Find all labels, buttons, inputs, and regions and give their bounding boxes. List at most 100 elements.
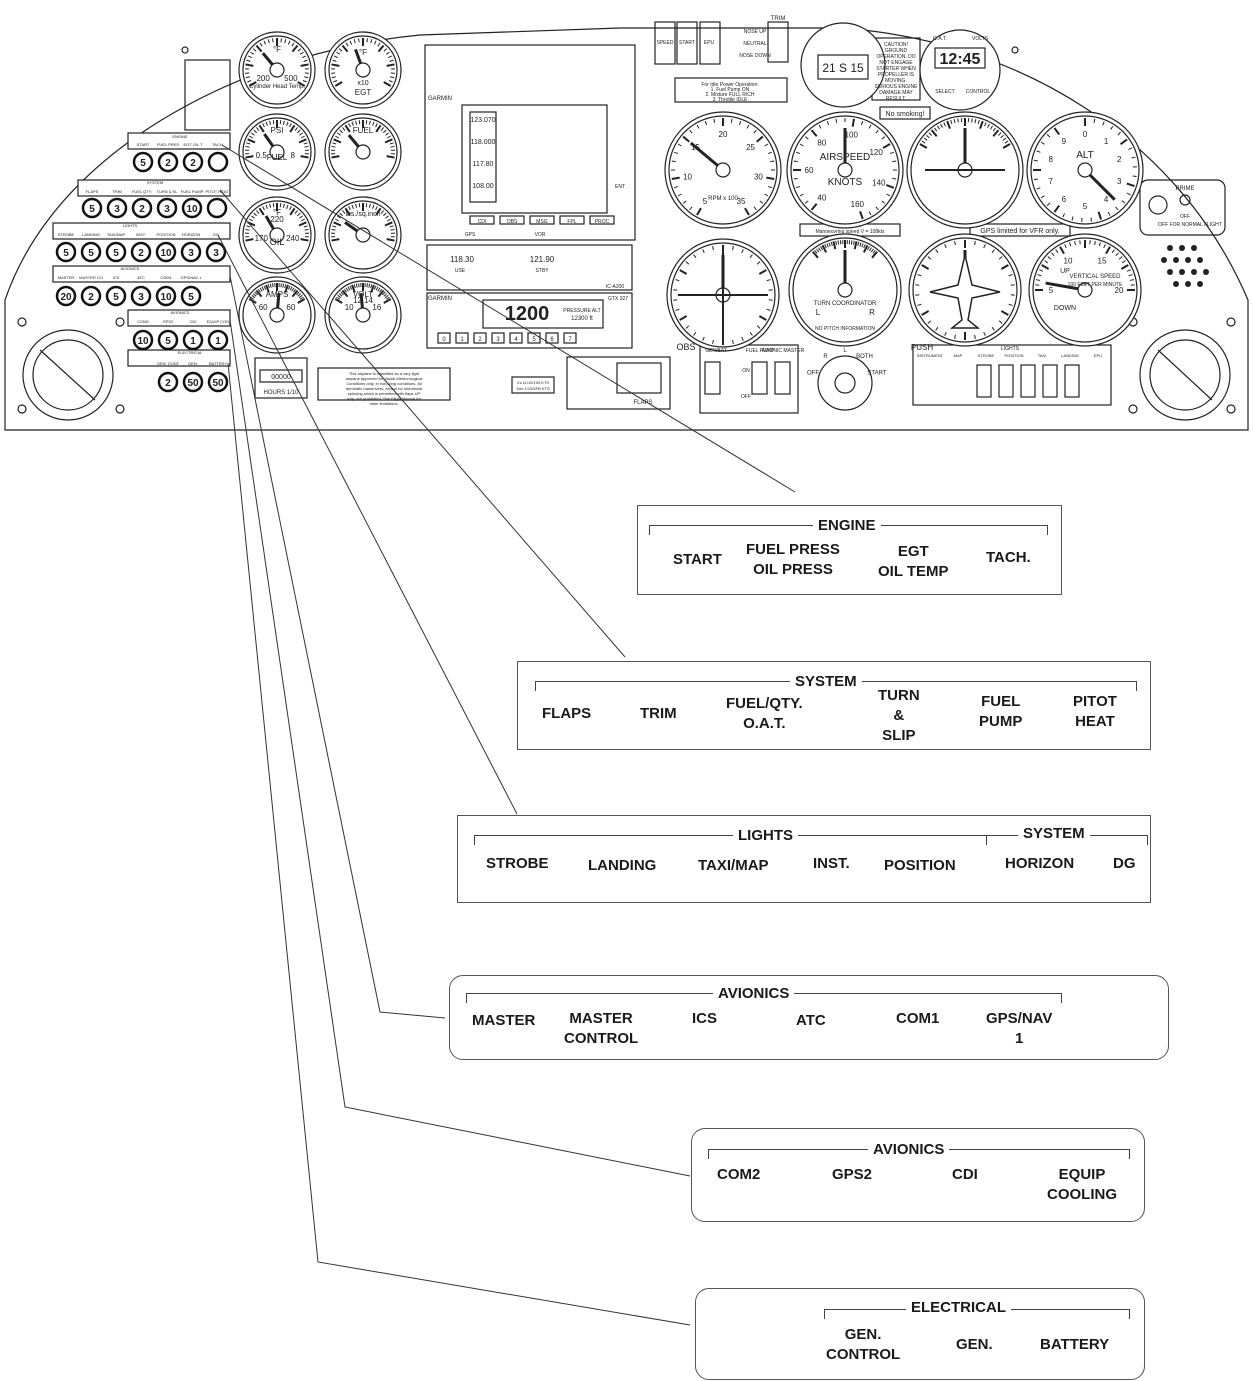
limitations-placard: [317, 367, 451, 401]
volts-gauge-tick-label: 10: [345, 303, 354, 312]
xpdr-alt-value: 12300 ft: [571, 316, 593, 322]
lights-breaker-rating: 10: [160, 248, 172, 259]
engine-cb-group-title: ENGINE: [172, 134, 188, 139]
lights-rocker: [1042, 364, 1058, 398]
caution-line: DAMAGE MAY: [879, 90, 913, 96]
volts-gauge-tick-label: 16: [372, 303, 381, 312]
lights-rocker: [1064, 364, 1080, 398]
xpdr-key-label: 6: [550, 337, 554, 343]
gps-vor-label: VOR: [535, 232, 546, 238]
electrical-cb-label: GEN.: [188, 361, 198, 366]
callout-battery: BATTERY: [1040, 1336, 1110, 1353]
avionics-cb-label: MASTER: [58, 275, 75, 280]
clock: [919, 29, 1001, 111]
lights-breaker-rating: 5: [63, 248, 69, 259]
lights-breaker-rating: 5: [113, 248, 119, 259]
lights-breaker: [80, 241, 102, 263]
xpdr-key-label: 7: [568, 337, 572, 343]
callout-cdi: CDI: [952, 1166, 978, 1183]
limitations-line: spinning which is permitted with flaps U…: [348, 391, 421, 396]
transponder: [426, 292, 633, 349]
avionics2-cb-label: EQUIP COO: [207, 319, 230, 324]
gps-key-label: FPL: [567, 219, 576, 225]
system-cb-label: TURN & SL: [157, 189, 179, 194]
clock-select-label: SELECT: [935, 89, 954, 95]
lights-cb-label: DG: [213, 232, 219, 237]
gps-key-label: OBS: [507, 219, 518, 225]
callout-ics: ICS: [692, 1010, 718, 1027]
gps-key: [469, 215, 495, 225]
vsi-up: UP: [1060, 268, 1070, 275]
leader-lights: [217, 234, 518, 815]
leader-avionics: [229, 275, 446, 1019]
xpdr-alt-label: PRESSURE ALT: [563, 308, 600, 314]
callout-position: POSITION: [884, 857, 956, 874]
gps-freq: 123.070: [470, 117, 495, 124]
right-vent: [1139, 329, 1231, 421]
clock-control-label: CONTROL: [966, 89, 991, 95]
clock-time: 12:45: [940, 51, 981, 68]
vsi-label: VERTICAL SPEED: [1069, 274, 1121, 280]
tachometer-tick-label: 15: [691, 143, 700, 152]
xpdr-model: GTX 327: [608, 296, 628, 302]
caution-line: SERIOUS ENGINE: [874, 84, 918, 90]
xpdr-key: [473, 332, 487, 344]
fuel-pump-switch-label: FUEL PUMP: [746, 348, 775, 354]
avionics-breaker-rating: 3: [138, 292, 144, 303]
system-breaker-rating: 3: [164, 204, 170, 215]
lights-cb-label: HORIZON: [182, 232, 201, 237]
fuel-qty-label: FUEL: [353, 126, 374, 135]
flaps-indicator-label: FLAPS: [633, 400, 652, 406]
xpdr-brand: GARMIN: [428, 296, 452, 302]
electrical-breaker-rating: 2: [165, 378, 171, 389]
callout-turn-slip: TURN & SLIP: [878, 687, 920, 744]
electrical-cb-group-title: ELECTRICAL: [178, 350, 203, 355]
vertical-speed-indicator-tick-label: 5: [1049, 286, 1054, 295]
airplane-symbol: [929, 254, 1001, 329]
caution-line: STARTER WHEN: [876, 66, 916, 72]
airspeed-indicator-tick-label: 100: [845, 131, 859, 140]
cht-label: Cylinder Head Temp.: [249, 84, 305, 90]
lights-breaker-rating: 3: [188, 248, 194, 259]
oil-temp-gauge-tick-label: 240: [286, 234, 300, 243]
system-breaker: [81, 197, 103, 219]
avionic-master-label: AVIONIC MASTER: [762, 348, 805, 354]
altimeter-label: ALT: [1076, 150, 1094, 161]
gps-key: [499, 215, 525, 225]
avionics2-breaker: [182, 329, 204, 351]
vsi-sub: 100 FEET PER MINUTE: [1068, 282, 1123, 288]
altimeter-tick-label: 4: [1104, 195, 1109, 204]
engine-callout: ENGINE START FUEL PRESS OIL PRESS EGT OI…: [637, 505, 1062, 595]
limitations-line: This airplane is classified as a very li…: [349, 371, 420, 376]
avionics-cb-label: COM1: [160, 275, 172, 280]
airspeed-indicator-tick-label: 40: [817, 194, 826, 203]
comm-radio: [426, 244, 633, 291]
system-cb-label: FLAPS: [86, 189, 99, 194]
com-model: IC-A200: [606, 284, 625, 290]
electrical-callout-title: ELECTRICAL: [906, 1299, 1011, 1317]
tachometer-tick-label: 10: [683, 172, 692, 181]
avionics-breaker: [180, 285, 202, 307]
system-cb-label: TRIM: [112, 189, 122, 194]
system-breaker: [206, 197, 228, 219]
avionics2-cb-label: GPS2: [163, 319, 174, 324]
no-smoking-placard: No smoking!: [886, 111, 925, 118]
callout-com1: COM1: [896, 1010, 940, 1027]
rocker-switch: [704, 361, 721, 395]
gps-key: [589, 215, 615, 225]
caution-line: MOVING.: [885, 78, 907, 84]
system-breaker-rating: 2: [139, 204, 145, 215]
switch-on-label: ON: [742, 368, 750, 374]
altimeter-tick-label: 0: [1083, 130, 1088, 139]
xpdr-key-label: 4: [514, 337, 518, 343]
magneto-switch: [817, 355, 873, 411]
avionics-breaker-rating: 10: [160, 292, 172, 303]
caution-line: GROUND: [885, 48, 908, 54]
callout-gps-nav1: GPS/NAV 1: [986, 1010, 1053, 1047]
callout-fuel-pump: FUEL PUMP: [979, 693, 1023, 730]
gps-freq: 117.80: [473, 161, 494, 168]
fuel-press-gauge-tick-label: 0.5: [256, 151, 268, 160]
lights-callout-title: LIGHTS: [733, 827, 798, 845]
avionics2-breaker-rating: 10: [137, 336, 149, 347]
system-callout: SYSTEM FLAPS TRIM FUEL/QTY. O.A.T. TURN …: [517, 661, 1151, 750]
